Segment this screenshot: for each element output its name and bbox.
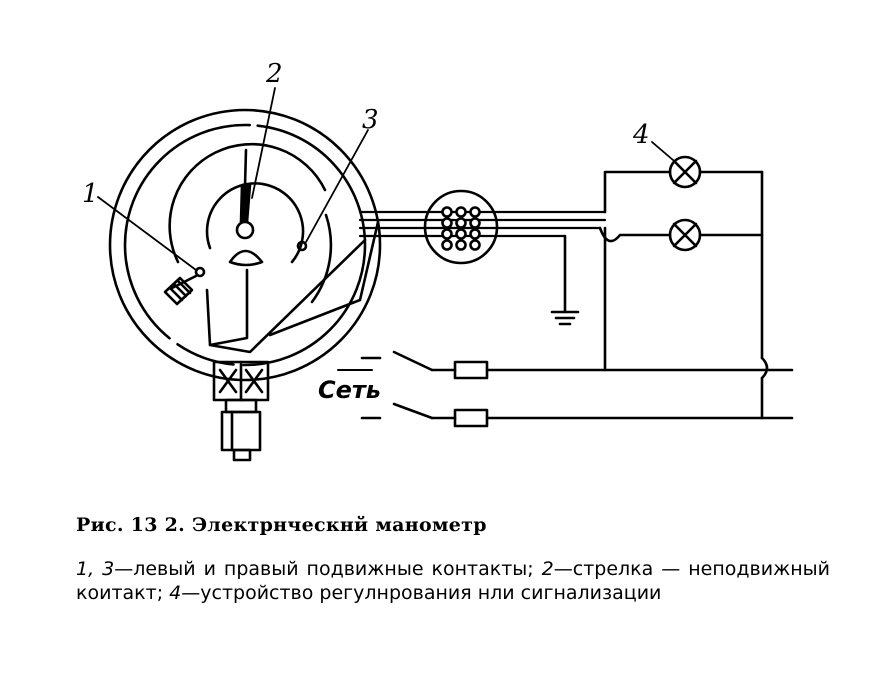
mains-line-upper	[360, 350, 794, 380]
mains-line-lower	[360, 402, 794, 428]
gauge-housing	[108, 108, 382, 382]
caption-part-2: 2	[541, 558, 554, 580]
caption-part-1: —левый и правый подвижные контакты;	[114, 558, 542, 580]
scale-arcs	[168, 142, 333, 304]
signal-circuit	[598, 170, 769, 420]
caption-part-5: —устройство регулнрования нли сигнализац…	[181, 582, 662, 604]
right-contact	[296, 240, 308, 252]
label-4: 4	[632, 120, 650, 150]
figure-caption-text: 1, 3—левый и правый подвижные контакты; …	[76, 557, 830, 605]
label-1: 1	[82, 179, 99, 209]
electric-manometer-diagram: 1 2 3 4 Сеть	[82, 59, 794, 462]
pointer-arrow	[228, 148, 264, 267]
lamp-upper	[668, 155, 702, 189]
inner-wiring	[205, 220, 380, 354]
lamp-lower	[668, 218, 702, 252]
figure-caption-title: Рис. 13 2. Электрнческнй манометр	[76, 514, 487, 536]
network-label: Сеть	[318, 376, 381, 404]
caption-part-3: —стрелка — неподвижный коитакт;	[76, 558, 830, 604]
lead-bundle	[358, 210, 607, 238]
caption-part-4: 4	[169, 582, 182, 604]
contact-block	[163, 276, 194, 306]
label-2: 2	[265, 59, 283, 89]
ground-symbol	[550, 234, 580, 326]
plug-connector	[423, 189, 499, 265]
gauge-fitting	[212, 360, 270, 462]
caption-part-0: 1, 3	[76, 558, 115, 580]
label-3: 3	[362, 105, 379, 135]
leader-lines	[97, 87, 674, 271]
